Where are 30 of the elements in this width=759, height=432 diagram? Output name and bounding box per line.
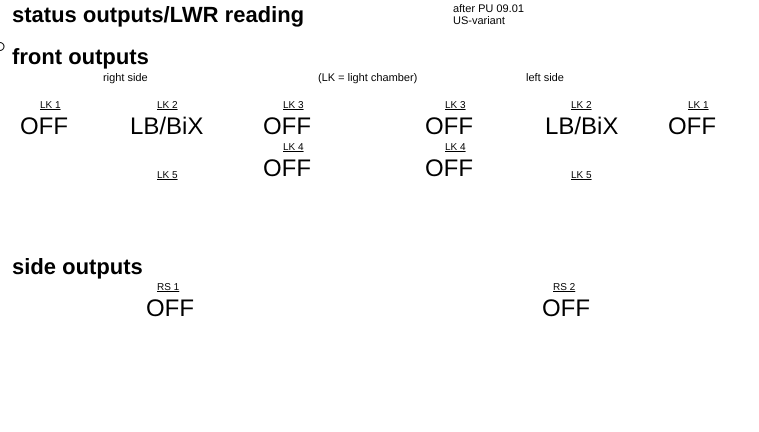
output-label: RS 1: [157, 282, 180, 293]
side-label: left side: [526, 72, 564, 84]
chamber-label: LK 1: [688, 100, 709, 111]
chamber-label: LK 2: [157, 100, 178, 111]
status-value: OFF: [425, 155, 473, 183]
status-value: OFF: [263, 155, 311, 183]
page-title: status outputs/LWR reading: [12, 2, 304, 28]
output-label: RS 2: [553, 282, 576, 293]
legend-note: (LK = light chamber): [318, 72, 418, 84]
section-heading: side outputs: [12, 254, 143, 280]
status-value: LB/BiX: [545, 113, 618, 141]
note-text: after PU 09.01: [453, 3, 524, 15]
status-value: LB/BiX: [130, 113, 204, 141]
chamber-label: LK 3: [283, 100, 304, 111]
status-value: OFF: [542, 295, 590, 323]
chamber-label: LK 5: [571, 170, 592, 181]
section-heading: front outputs: [12, 44, 149, 70]
chamber-label: LK 1: [40, 100, 61, 111]
chamber-label: LK 4: [445, 142, 466, 153]
status-value: OFF: [20, 113, 68, 141]
chamber-label: LK 3: [445, 100, 466, 111]
note-text: US-variant: [453, 15, 505, 27]
side-label: right side: [103, 72, 148, 84]
status-value: OFF: [263, 113, 311, 141]
chamber-label: LK 2: [571, 100, 592, 111]
status-value: OFF: [668, 113, 716, 141]
status-value: OFF: [146, 295, 194, 323]
chamber-label: LK 4: [283, 142, 304, 153]
chamber-label: LK 5: [157, 170, 178, 181]
status-value: OFF: [425, 113, 473, 141]
